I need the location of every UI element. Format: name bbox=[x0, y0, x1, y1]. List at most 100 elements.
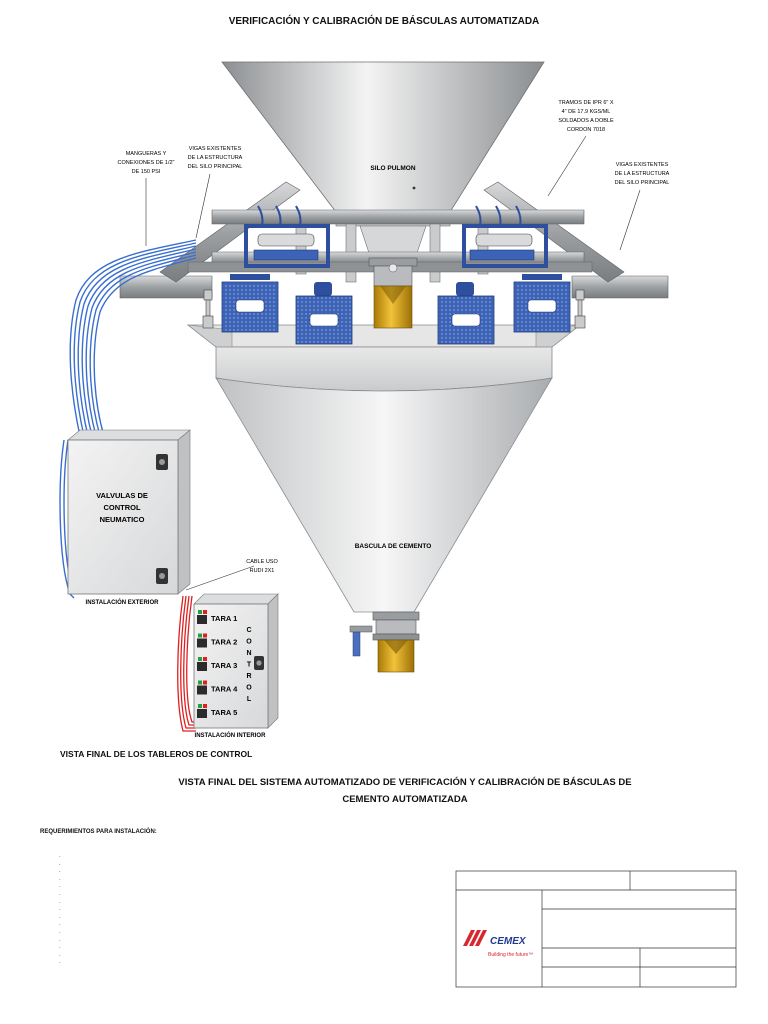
requirement-bullet: . bbox=[59, 959, 61, 966]
pneumatic-hoses bbox=[59, 239, 197, 599]
cemex-logo-text: CEMEX bbox=[490, 936, 527, 947]
label-tramos-line: CORDON 7018 bbox=[567, 127, 605, 133]
selector-switch-icon bbox=[197, 709, 207, 718]
tara-row: TARA 2 bbox=[197, 633, 237, 648]
control-letter: O bbox=[246, 639, 252, 646]
tara-label: TARA 3 bbox=[211, 661, 237, 670]
leader-cable bbox=[185, 565, 255, 591]
test-weight-4 bbox=[513, 274, 571, 333]
label-silo-pulmon: SILO PULMON bbox=[370, 165, 415, 172]
selector-switch-icon bbox=[197, 685, 207, 695]
subtitle-system-view: VISTA FINAL DEL SISTEMA AUTOMATIZADO DE … bbox=[170, 774, 640, 808]
label-tramos: TRAMOS DE IPR 6" X 4" DE 17.9 KGS/ML SOL… bbox=[558, 100, 614, 133]
tara-label: TARA 5 bbox=[211, 708, 237, 717]
valve-panel-box bbox=[67, 429, 191, 595]
control-letter: T bbox=[247, 662, 252, 669]
valve-panel-title: VALVULAS DE CONTROL NEUMATICO bbox=[96, 491, 148, 524]
label-vigas-left-line: DE LA ESTRUCTURA bbox=[188, 155, 243, 161]
green-indicator-icon bbox=[198, 657, 202, 661]
control-letter: L bbox=[247, 696, 252, 703]
label-instalacion-exterior: INSTALACIÓN EXTERIOR bbox=[86, 598, 160, 606]
tara-label: TARA 2 bbox=[211, 638, 237, 647]
green-indicator-icon bbox=[198, 680, 202, 685]
label-cable-line: CABLE USO bbox=[246, 559, 278, 565]
label-mangueras-line: MANGUERAS Y bbox=[126, 151, 167, 157]
subtitle-system-line: CEMENTO AUTOMATIZADA bbox=[342, 794, 468, 805]
requirement-bullet: . bbox=[59, 898, 61, 905]
label-tramos-line: 4" DE 17.9 KGS/ML bbox=[562, 109, 611, 115]
control-letter: R bbox=[246, 673, 251, 680]
tara-label: TARA 4 bbox=[211, 685, 238, 694]
label-vigas-left: VIGAS EXISTENTES DE LA ESTRUCTURA DEL SI… bbox=[188, 146, 243, 170]
red-indicator-icon bbox=[203, 680, 207, 685]
main-title: VERIFICACIÓN Y CALIBRACIÓN DE BÁSCULAS A… bbox=[228, 16, 540, 27]
steel-beams bbox=[119, 181, 669, 299]
label-tramos-line: SOLDADOS A DOBLE bbox=[558, 118, 614, 124]
requirement-bullet: . bbox=[59, 944, 61, 951]
requirement-bullet: . bbox=[59, 875, 61, 882]
requirements-heading: REQUERIMIENTOS PARA INSTALACIÓN: bbox=[40, 829, 157, 835]
label-vigas-right-line: DEL SILO PRINCIPAL bbox=[615, 180, 670, 186]
cemex-tagline: Building the future™ bbox=[488, 952, 533, 958]
label-bascula: BASCULA DE CEMENTO bbox=[355, 543, 432, 550]
title-block bbox=[455, 870, 737, 988]
label-mangueras: MANGUERAS Y CONEXIONES DE 1/2" DE 150 PS… bbox=[118, 151, 175, 175]
requirement-bullet: . bbox=[59, 868, 61, 875]
label-vigas-right: VIGAS EXISTENTES DE LA ESTRUCTURA DEL SI… bbox=[615, 162, 670, 186]
requirement-bullet: . bbox=[59, 928, 61, 935]
requirement-bullet: . bbox=[59, 890, 61, 897]
label-tramos-line: TRAMOS DE IPR 6" X bbox=[558, 100, 613, 106]
tara-row: TARA 4 bbox=[197, 680, 238, 695]
tara-row: TARA 3 bbox=[197, 657, 237, 671]
tara-row: TARA 1 bbox=[197, 610, 237, 624]
green-indicator-icon bbox=[198, 610, 202, 614]
control-letter: O bbox=[246, 685, 252, 692]
load-cells bbox=[202, 289, 586, 329]
requirement-bullet: . bbox=[59, 936, 61, 943]
label-vigas-right-line: DE LA ESTRUCTURA bbox=[615, 171, 670, 177]
pneumatic-actuator-right bbox=[462, 205, 548, 268]
requirement-bullet: . bbox=[59, 913, 61, 920]
selector-switch-icon bbox=[197, 638, 207, 648]
label-mangueras-line: DE 150 PSI bbox=[132, 169, 161, 175]
requirement-bullet: . bbox=[59, 860, 61, 867]
subtitle-control-panels: VISTA FINAL DE LOS TABLEROS DE CONTROL bbox=[60, 749, 253, 759]
tara-rows: TARA 1 TARA 2 TARA 3 TARA 4 TARA 5 bbox=[197, 610, 238, 718]
bascula-body bbox=[186, 324, 582, 613]
red-indicator-icon bbox=[203, 657, 207, 661]
test-weights bbox=[221, 274, 571, 345]
selector-switch-icon bbox=[197, 662, 207, 671]
requirement-bullet: . bbox=[59, 906, 61, 913]
label-vigas-left-line: DEL SILO PRINCIPAL bbox=[188, 164, 243, 170]
label-mangueras-line: CONEXIONES DE 1/2" bbox=[118, 160, 175, 166]
requirement-bullet: . bbox=[59, 883, 61, 890]
requirement-bullet: . bbox=[59, 921, 61, 928]
leader-lines bbox=[145, 135, 641, 251]
test-weight-1 bbox=[221, 274, 279, 333]
subtitle-system-line: VISTA FINAL DEL SISTEMA AUTOMATIZADO DE … bbox=[178, 777, 632, 788]
requirement-bullet: . bbox=[59, 853, 61, 859]
valve-panel-line: NEUMATICO bbox=[100, 515, 145, 524]
requirements-list: ............... bbox=[59, 853, 69, 967]
selector-switch-icon bbox=[197, 615, 207, 624]
red-indicator-icon bbox=[203, 610, 207, 614]
control-vertical-label: CONTROL bbox=[246, 627, 252, 703]
tara-label: TARA 1 bbox=[211, 614, 237, 623]
label-instalacion-interior: INSTALACIÓN INTERIOR bbox=[195, 731, 267, 739]
control-cables bbox=[177, 595, 196, 732]
label-cable-line: RUDI 2X1 bbox=[250, 568, 275, 574]
green-indicator-icon bbox=[198, 704, 202, 708]
requirement-bullet: . bbox=[59, 951, 61, 958]
green-indicator-icon bbox=[198, 633, 202, 638]
silo-pulmon-hopper bbox=[221, 61, 545, 263]
discharge-valve bbox=[349, 611, 420, 673]
inlet-valve bbox=[368, 257, 418, 329]
red-indicator-icon bbox=[203, 704, 207, 708]
control-letter: N bbox=[246, 650, 251, 657]
pneumatic-actuator-left bbox=[244, 205, 330, 268]
cemex-logo-mark bbox=[463, 930, 487, 946]
label-vigas-left-line: VIGAS EXISTENTES bbox=[189, 146, 242, 152]
test-weight-2 bbox=[295, 282, 353, 345]
